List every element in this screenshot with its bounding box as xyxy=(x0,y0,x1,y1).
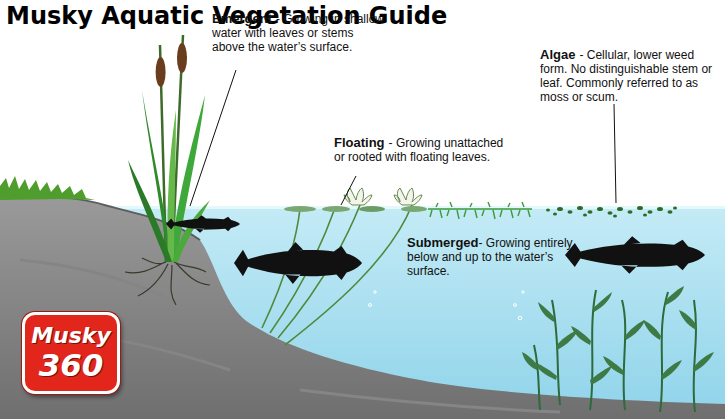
floating-algae xyxy=(428,208,532,209)
submerged-weeds xyxy=(552,300,560,405)
algae-scum xyxy=(553,213,557,216)
algae-scum xyxy=(673,207,677,210)
vegetation-type: Floating xyxy=(334,135,385,150)
cattail-plant xyxy=(128,160,172,262)
lily-flowers xyxy=(344,188,422,205)
submerged-leaves xyxy=(534,362,557,380)
submerged-leaves xyxy=(590,366,612,385)
algae-scum xyxy=(546,209,550,212)
leader-lines xyxy=(614,104,616,203)
cattail-plant xyxy=(177,43,187,73)
vegetation-type: Algae xyxy=(540,47,575,62)
floating-algae xyxy=(428,202,532,219)
musky-silhouettes xyxy=(234,242,362,284)
musky-silhouettes xyxy=(166,215,705,284)
cattail-roots xyxy=(125,258,210,305)
logo-badge: Musky360 xyxy=(22,312,120,394)
algae-scum xyxy=(583,214,587,217)
lake-bed xyxy=(0,196,725,419)
algae-scum xyxy=(668,210,673,214)
submerged-leaves xyxy=(603,356,624,375)
floating-algae xyxy=(436,202,524,207)
logo-number: 360 xyxy=(39,348,104,382)
algae-scum xyxy=(588,210,593,214)
vegetation-description: Floating- Growing unattached or rooted w… xyxy=(334,136,509,164)
submerged-weeds xyxy=(534,290,696,412)
submerged-weeds xyxy=(694,300,696,412)
submerged-weeds xyxy=(534,345,540,410)
submerged-leaves xyxy=(522,352,538,370)
algae-scum xyxy=(637,206,643,210)
vegetation-description: Emergent- Growing in shallow water with … xyxy=(212,12,384,54)
lily-pads xyxy=(284,206,316,212)
bubbles xyxy=(518,316,522,320)
submerged-weeds xyxy=(660,292,668,412)
bubbles xyxy=(369,304,372,307)
bubbles xyxy=(369,291,525,320)
algae-scum xyxy=(608,211,613,215)
submerged-leaves xyxy=(538,302,555,322)
algae-scum xyxy=(597,207,603,211)
submerged-leaves xyxy=(679,310,697,330)
algae-scum xyxy=(648,210,653,214)
algae-scum xyxy=(577,206,583,210)
algae-scum xyxy=(613,215,617,218)
lake-bed xyxy=(0,196,725,419)
algae-scum xyxy=(628,210,633,214)
grass xyxy=(0,176,95,200)
lily-pads xyxy=(284,206,427,212)
musky-silhouettes xyxy=(565,236,705,273)
cattail-plant xyxy=(156,57,166,87)
submerged-weeds xyxy=(622,300,625,410)
cattail-roots xyxy=(125,258,210,305)
cattail-plant xyxy=(172,200,210,262)
vegetation-type: Submerged xyxy=(407,235,479,250)
bubbles xyxy=(514,304,517,307)
submerged-leaves xyxy=(593,292,612,312)
algae-scum xyxy=(657,207,663,211)
algae-scum xyxy=(546,206,677,218)
lily-pads xyxy=(359,206,385,212)
submerged-leaves xyxy=(661,360,682,380)
vegetation-type: Emergent xyxy=(212,11,272,26)
submerged-leaves xyxy=(556,330,578,350)
vegetation-description: Submerged- Growing entirely below and up… xyxy=(407,236,585,278)
lake-bed xyxy=(20,260,560,412)
vegetation-description: Algae- Cellular, lower weed form. No dis… xyxy=(540,48,718,104)
algae-scum xyxy=(568,210,573,214)
cattail-plant xyxy=(167,110,176,262)
algae-scum xyxy=(643,214,647,217)
algae-scum xyxy=(617,207,623,211)
lily-flowers xyxy=(394,188,422,205)
bubbles xyxy=(374,291,376,293)
lily-pads xyxy=(401,206,427,212)
submerged-leaves xyxy=(665,286,684,305)
submerged-leaves xyxy=(522,286,714,385)
leader-lines xyxy=(190,70,236,206)
musky-silhouettes xyxy=(166,215,240,233)
grass xyxy=(0,176,95,200)
floating-algae xyxy=(430,210,530,219)
logo-word: Musky xyxy=(31,324,111,348)
lily-pads xyxy=(322,206,350,212)
leader-lines xyxy=(341,176,356,205)
algae-scum xyxy=(557,207,563,211)
submerged-leaves xyxy=(643,320,661,340)
bubbles xyxy=(522,291,524,293)
submerged-leaves xyxy=(625,320,645,340)
submerged-leaves xyxy=(693,352,714,372)
submerged-leaves xyxy=(571,326,591,345)
